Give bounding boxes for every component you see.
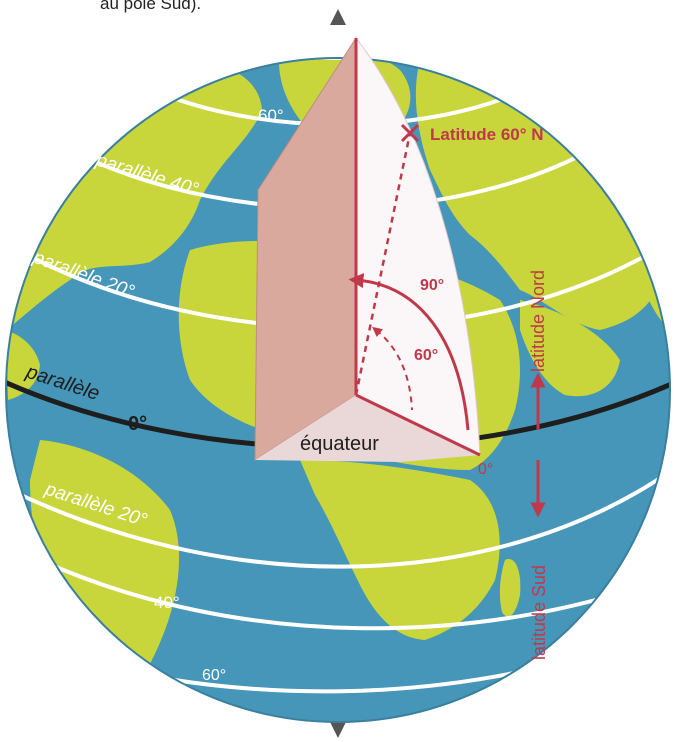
angle-90-label: 90° — [420, 277, 444, 294]
land-west-coast — [6, 330, 40, 400]
latitude-north-label: latitude Nord — [528, 270, 548, 372]
parallel-60s-label: 60° — [202, 667, 226, 684]
north-pole-triangle-icon — [330, 9, 346, 25]
land-south-africa — [300, 460, 500, 640]
wedge-equator-radius — [355, 393, 481, 457]
latitude-60-point-icon — [400, 123, 420, 143]
parallel-40s-label: 40° — [154, 593, 180, 612]
latitude-60-label: Latitude 60° N — [430, 125, 544, 144]
parallel-40s-line — [39, 558, 661, 631]
wedge-floor — [255, 395, 480, 462]
top-caption: au pôle Sud). — [100, 0, 202, 13]
zero-degree-label: 0° — [478, 461, 493, 478]
equator-label: équateur — [300, 433, 379, 455]
south-pole-triangle-icon — [330, 722, 346, 738]
parallel-80-label: 80° — [312, 39, 335, 56]
globe-outline — [5, 57, 671, 723]
land-arabia — [520, 300, 620, 397]
latitude-south-label: latitude Sud — [529, 565, 549, 660]
angle-60-label: 60° — [414, 347, 438, 364]
parallel-20s-line — [9, 468, 670, 569]
land-madagascar — [499, 559, 521, 617]
parallel-60n-label: 60° — [258, 106, 284, 125]
angle-60-arc — [372, 326, 413, 411]
latitude-60-radius — [354, 132, 412, 396]
parallel-80-line — [278, 58, 398, 60]
parallel-0-value-label: 0° — [128, 413, 147, 435]
angle-90-arc — [348, 273, 470, 431]
